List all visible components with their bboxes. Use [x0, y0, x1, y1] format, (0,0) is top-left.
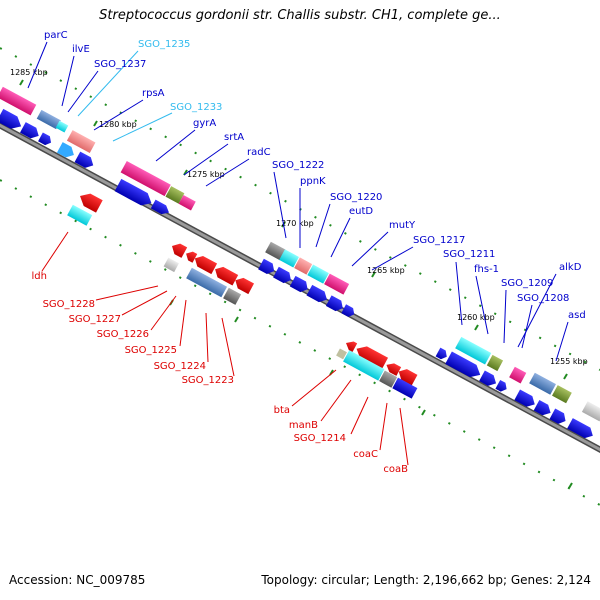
forward-gene-label: eutD: [349, 206, 373, 217]
forward-gene-label: SGO_1217: [413, 235, 465, 246]
reverse-gene-label: SGO_1225: [125, 345, 177, 356]
gene-labels: parC ilvE SGO_1237 SGO_1235 rpsA SGO_1233 gyrA…: [32, 30, 586, 475]
gene-connector-line: [351, 231, 389, 267]
gene-connector-line: [183, 143, 229, 176]
forward-gene-label: asd: [568, 310, 586, 321]
gene-connector-line: [350, 396, 369, 435]
forward-gene-label: SGO_1237: [94, 59, 146, 70]
kbp-label: 1275 kbp: [187, 170, 225, 179]
gene-connector-line: [77, 50, 139, 117]
reverse-gene-label: coaB: [383, 464, 408, 475]
reverse-gene-label: SGO_1227: [69, 314, 121, 325]
forward-gene-label: SGO_1208: [517, 293, 569, 304]
gene-connector-line: [112, 112, 173, 142]
forward-gene-label: parC: [44, 30, 68, 41]
forward-gene-label: fhs-1: [474, 264, 499, 275]
reverse-gene-label: ldh: [32, 271, 47, 282]
reverse-gene-label: SGO_1226: [97, 329, 149, 340]
forward-gene-label: srtA: [224, 132, 244, 143]
reverse-strand-genes: [67, 193, 418, 399]
reverse-gene-label: coaC: [353, 449, 378, 460]
gene-connector-line: [371, 246, 414, 271]
gene-connector-line: [503, 289, 507, 344]
reverse-gene-label: SGO_1214: [294, 433, 346, 444]
gene-connector-line: [455, 261, 463, 326]
forward-gene-label: alkD: [559, 262, 582, 273]
gene-connector-line: [330, 217, 351, 258]
kbp-label: 1255 kbp: [550, 357, 588, 366]
gene-connector-line: [315, 203, 331, 248]
forward-gene-label: SGO_1211: [443, 249, 495, 260]
reverse-gene-label: bta: [274, 405, 290, 416]
forward-gene-label: SGO_1233: [170, 102, 222, 113]
forward-gene-label: radC: [247, 147, 271, 158]
kbp-labels: 1285 kbp 1280 kbp 1275 kbp 1270 kbp 1265 kbp…: [10, 68, 588, 366]
kbp-label: 1270 kbp: [276, 219, 314, 228]
kbp-label: 1265 kbp: [367, 266, 405, 275]
accession-text: Accession: NC_009785: [9, 573, 146, 587]
gene-connector-line: [205, 158, 250, 187]
reverse-gene-label: SGO_1224: [154, 361, 206, 372]
gene-connector-line: [27, 41, 48, 89]
map-title: Streptococcus gordonii str. Challis subs…: [99, 8, 501, 23]
gene-connector-line: [521, 304, 533, 349]
forward-gene-label: SGO_1220: [330, 192, 382, 203]
gene-connector-line: [273, 171, 287, 239]
forward-gene-label: SGO_1235: [138, 39, 190, 50]
gene-connector-line: [93, 99, 144, 131]
topology-text: Topology: circular; Length: 2,196,662 bp…: [261, 573, 591, 587]
gene-connector-line: [155, 129, 196, 162]
gene-connector-line: [41, 231, 69, 272]
forward-gene-label: rpsA: [142, 88, 165, 99]
reverse-gene-label: manB: [289, 420, 318, 431]
gene-connector-line: [205, 312, 209, 363]
gene-connector-line: [399, 407, 409, 466]
gene-connector-line: [61, 55, 75, 107]
forward-gene-label: ppnK: [300, 176, 326, 187]
gene-label-connectors: [27, 41, 569, 466]
gene-connector-line: [555, 321, 569, 362]
forward-strand-genes: [0, 86, 600, 439]
gene-connector-line: [320, 379, 352, 422]
gene-connector-line: [150, 295, 177, 331]
reverse-gene-label: SGO_1228: [43, 299, 95, 310]
forward-gene-label: SGO_1209: [501, 278, 553, 289]
gene-connector-line: [179, 299, 187, 347]
scale-ring-inner: [0, 179, 600, 506]
gene-connector-line: [95, 285, 159, 301]
kbp-label: 1285 kbp: [10, 68, 48, 77]
forward-gene-label: ilvE: [72, 44, 90, 55]
reverse-gene-label: SGO_1223: [182, 375, 234, 386]
gene-connector-line: [221, 317, 235, 377]
kbp-label: 1280 kbp: [99, 120, 137, 129]
forward-gene-label: gyrA: [193, 118, 216, 129]
forward-gene-label: mutY: [389, 220, 416, 231]
gene-connector-line: [121, 290, 168, 316]
gene-connector-line: [291, 369, 337, 407]
gene-connector-line: [379, 402, 388, 451]
gene-connector-line: [67, 70, 99, 113]
gene-connector-line: [475, 275, 489, 335]
kbp-label: 1260 kbp: [457, 313, 495, 322]
gene-connector-line: [517, 273, 557, 348]
forward-gene-label: SGO_1222: [272, 160, 324, 171]
